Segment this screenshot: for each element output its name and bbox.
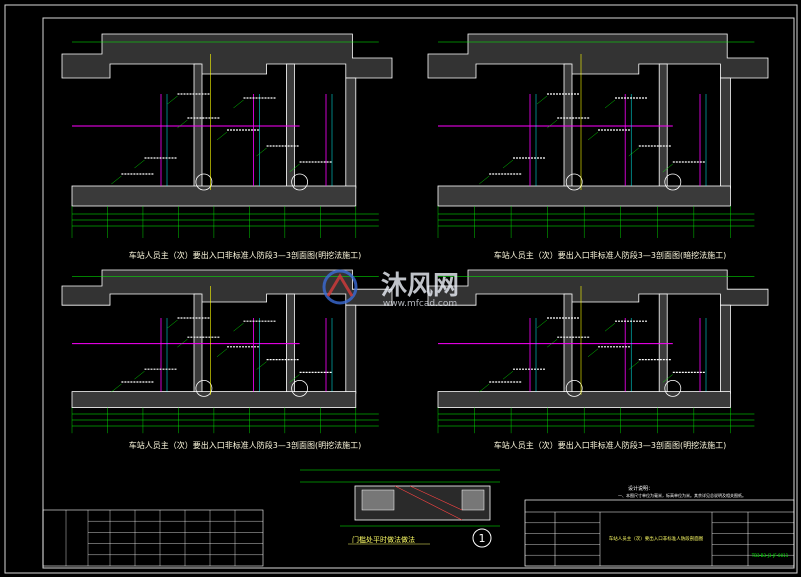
annotation-leader-1: [604, 323, 616, 332]
annotation-leader-4: [628, 361, 639, 370]
annotation-leader-1: [604, 99, 616, 109]
detail-callout-1: [664, 173, 682, 191]
section-panels: [61, 33, 769, 434]
detail-callout-0: [195, 380, 213, 397]
revision-table: [42, 509, 264, 567]
wall-end: [345, 304, 357, 394]
top-slab: [61, 269, 393, 306]
annotation-leader-3: [216, 131, 228, 141]
wall-end: [345, 77, 357, 189]
detail-callout-0: [565, 173, 583, 191]
detail-callout-1: [664, 380, 682, 397]
watermark-url: www.mfcad.com: [383, 299, 457, 309]
detail-callout-1: [291, 380, 309, 397]
panel-title-3: 车站人员主（次）要出入口非标准人防段3—3剖面图(明挖法施工): [129, 440, 361, 450]
notes-line: 一、本图尺寸单位为毫米，标高单位为米。其余详见总说明及相关图纸。: [618, 492, 746, 498]
annotation-leader-5: [134, 371, 145, 380]
annotation-leader-4: [256, 147, 267, 157]
threshold-detail: 门槛处平时做法做法 1: [300, 469, 500, 548]
inner-frame: [42, 17, 795, 569]
annotation-leader-4: [256, 361, 267, 370]
outer-frame: [4, 4, 798, 574]
annotation-leader-3: [216, 348, 228, 357]
annotation-leader-6: [479, 383, 490, 393]
watermark: 沐风网 www.mfcad.com: [322, 269, 459, 309]
title-block: 车站人员主（次）要出入口非标准人防段剖面图 TB3-B3-J3-JF-0011: [524, 499, 795, 567]
floor-slab: [71, 185, 357, 207]
annotation-leader-6: [479, 175, 490, 185]
annotation-leader-7: [662, 374, 673, 383]
annotation-leader-4: [628, 147, 639, 157]
top-slab: [427, 33, 769, 79]
section-panel-3: [61, 269, 393, 434]
annotation-leader-1: [233, 99, 244, 109]
watermark-text: 沐风网: [381, 271, 459, 301]
detail-title: 门槛处平时做法做法: [352, 535, 415, 544]
top-slab: [427, 269, 769, 306]
title-block-drawing-no: TB3-B3-J3-JF-0011: [751, 553, 789, 558]
annotation-leader-3: [587, 131, 599, 141]
annotation-leader-7: [662, 163, 673, 173]
annotation-leader-7: [289, 374, 300, 383]
section-panel-2: [427, 33, 769, 238]
top-slab: [61, 33, 393, 79]
annotation-leader-1: [233, 323, 244, 332]
annotation-leader-0: [167, 319, 178, 329]
annotation-leader-0: [536, 319, 548, 329]
detail-callout-0: [565, 380, 583, 397]
section-panel-1: [61, 33, 393, 238]
annotation-leader-5: [502, 371, 514, 380]
annotation-leader-2: [547, 339, 558, 348]
panel-title-4: 车站人员主（次）要出入口非标准人防段3—3剖面图(明挖法施工): [494, 440, 726, 450]
detail-callout-1: [291, 173, 309, 191]
annotation-leader-2: [177, 339, 188, 348]
annotation-leader-7: [289, 163, 300, 173]
annotation-leader-6: [111, 383, 122, 393]
annotation-leader-6: [111, 175, 122, 185]
section-panel-4: [427, 269, 769, 434]
annotation-leader-5: [502, 159, 514, 169]
detail-callout-0: [195, 173, 213, 191]
annotation-leader-5: [134, 159, 145, 169]
annotation-leader-3: [587, 348, 599, 357]
annotation-leader-0: [167, 95, 178, 105]
detail-marker: 1: [479, 532, 486, 545]
panel-title-2: 车站人员主（次）要出入口非标准人防段3—3剖面图(暗挖法施工): [494, 250, 726, 260]
panel-title-1: 车站人员主（次）要出入口非标准人防段3—3剖面图(明挖法施工): [129, 250, 361, 260]
annotation-leader-0: [536, 95, 548, 105]
wall-end: [719, 77, 731, 189]
title-block-drawing-name: 车站人员主（次）要出入口非标准人防段剖面图: [609, 535, 704, 542]
annotation-leader-2: [547, 119, 558, 129]
wall-end: [719, 304, 731, 394]
floor-slab: [437, 185, 731, 207]
annotation-leader-2: [177, 119, 188, 129]
notes-header: 设计说明：: [628, 485, 653, 492]
floor-slab: [71, 391, 357, 408]
floor-slab: [437, 391, 731, 408]
